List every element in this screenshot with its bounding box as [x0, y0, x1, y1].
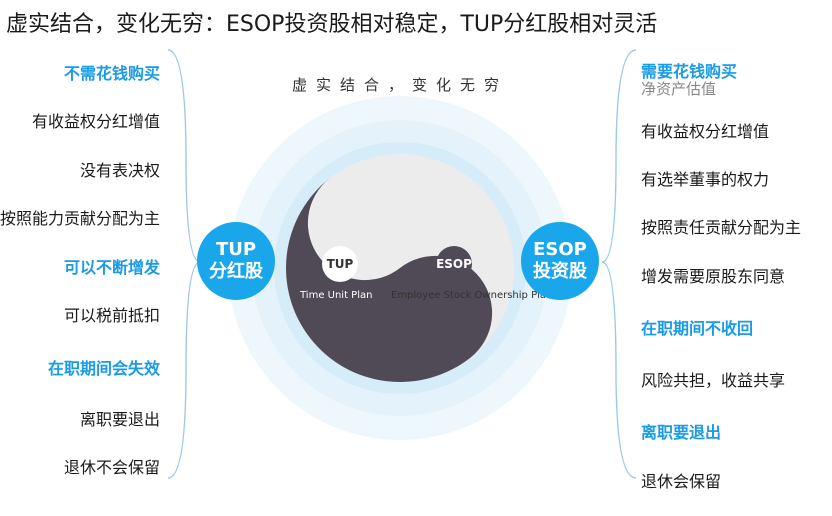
tup-full-name: Time Unit Plan	[300, 290, 373, 301]
esop-item: 增发需要原股东同意	[641, 267, 786, 286]
esop-mini-circle: ESOP	[436, 246, 472, 282]
esop-badge-line2: 投资股	[533, 261, 587, 282]
esop-item: 在职期间不收回	[641, 319, 754, 338]
tup-item: 可以税前抵扣	[63, 306, 160, 325]
tup-mini-circle: TUP	[322, 246, 358, 282]
tup-item: 退休不会保留	[63, 458, 160, 477]
left-bracket	[167, 49, 201, 479]
esop-item: 有收益权分红增值	[641, 122, 770, 141]
tup-item: 离职要退出	[79, 410, 160, 429]
tup-item: 在职期间会失效	[47, 359, 160, 378]
esop-item: 有选举董事的权力	[641, 170, 770, 189]
tup-item: 按照能力贡献分配为主	[0, 209, 160, 228]
tup-badge: TUP 分红股	[197, 222, 275, 300]
right-bracket	[601, 49, 637, 479]
esop-item: 按照责任贡献分配为主	[641, 218, 802, 237]
esop-badge: ESOP 投资股	[521, 222, 599, 300]
tup-item: 不需花钱购买	[63, 64, 160, 83]
tup-item: 没有表决权	[79, 161, 160, 180]
page-title: 虚实结合，变化无穷：ESOP投资股相对稳定，TUP分红股相对灵活	[6, 12, 658, 37]
tup-badge-line2: 分红股	[209, 261, 263, 282]
tup-item: 可以不断增发	[63, 258, 160, 277]
esop-item: 离职要退出	[641, 423, 722, 442]
esop-item: 风险共担，收益共享	[641, 371, 786, 390]
tup-badge-line1: TUP	[215, 239, 257, 260]
esop-item-sub: 净资产估值	[641, 80, 717, 98]
center-caption: 虚实结合，变化无穷	[291, 76, 508, 94]
yin-yang	[286, 154, 514, 382]
esop-full-name: Employee Stock Ownership Plans	[391, 290, 558, 301]
esop-item: 需要花钱购买	[641, 62, 738, 81]
esop-badge-line1: ESOP	[533, 239, 587, 260]
esop-item: 退休会保留	[641, 472, 722, 491]
tup-item: 有收益权分红增值	[31, 112, 160, 131]
